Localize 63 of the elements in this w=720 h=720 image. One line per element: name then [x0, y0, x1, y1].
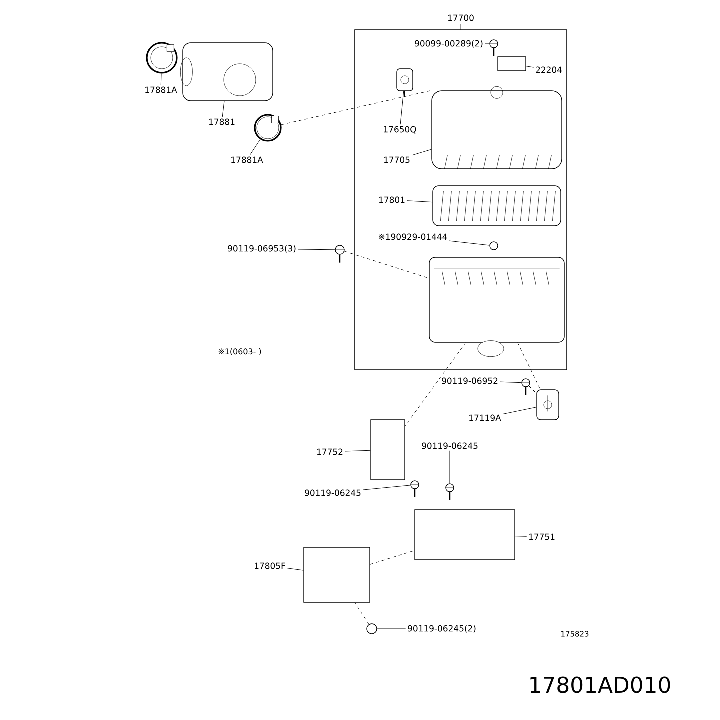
part-number: 90119-06953(3): [228, 245, 296, 253]
part-number: 17650Q: [384, 126, 416, 134]
part-number: 17751: [529, 534, 555, 540]
leader-line: [344, 450, 371, 452]
leader-line: [449, 240, 490, 246]
leader-line: [502, 407, 537, 415]
sensor-drawing: [498, 56, 526, 72]
assembly-line: [370, 550, 415, 565]
assembly-line: [518, 342, 541, 390]
assembly-frame: [354, 24, 568, 370]
clamp-drawing: [146, 42, 178, 74]
leader-line: [500, 382, 522, 384]
bolt-drawing: [366, 624, 378, 634]
assembly-line: [528, 386, 537, 394]
clamp-drawing: [254, 114, 282, 142]
part-number: 90119-06952: [442, 378, 498, 384]
leader-line: [515, 536, 528, 537]
bolt-drawing: [489, 40, 499, 56]
leader-line: [222, 101, 225, 118]
cover-drawing: [432, 86, 562, 170]
leader-line: [412, 149, 432, 156]
assembly-line: [344, 251, 430, 279]
clip-drawing: [490, 242, 498, 250]
leader-line: [377, 628, 406, 630]
bolt-drawing: [445, 484, 455, 500]
part-number: 17881A: [146, 86, 178, 94]
bolt-drawing: [521, 378, 531, 396]
part-number: 17752: [317, 448, 343, 456]
part-number: 90119-06245: [305, 490, 361, 496]
part-number: 17805F: [255, 562, 286, 570]
assembly-line: [281, 90, 432, 126]
part-number: 17705: [384, 156, 410, 164]
leader-line: [526, 66, 534, 68]
part-number: 17881: [209, 118, 235, 126]
part-number-caption: 17801AD010: [530, 676, 670, 694]
part-number: 90099-00289(2): [415, 40, 483, 48]
resonator-drawing: [304, 547, 370, 603]
leader-line: [362, 485, 411, 490]
leader-line: [400, 91, 404, 125]
bolt-drawing: [334, 245, 346, 263]
assembly-line: [354, 602, 370, 625]
bolt-drawing: [410, 480, 420, 498]
part-number: 90119-06245: [422, 442, 478, 450]
air-filter-drawing: [432, 186, 562, 226]
leader-line: [160, 74, 162, 86]
part-number: 17700: [448, 14, 474, 22]
part-number: 17119A: [470, 414, 502, 422]
leader-line: [406, 200, 433, 203]
part-number: 90119-06245(2): [408, 625, 476, 633]
valve-drawing: [396, 68, 414, 98]
assembly-line: [405, 342, 466, 426]
air-flow-meter-drawing: [180, 42, 274, 102]
part-number: 22204: [536, 66, 562, 74]
leader-line: [298, 249, 336, 250]
part-number: ※190929-01444: [379, 234, 448, 240]
bracket-drawing: [536, 390, 560, 420]
part-number: 17881A: [232, 156, 264, 164]
hose-drawing: [370, 420, 406, 480]
air-pipe-drawing: [414, 510, 516, 560]
leader-line: [250, 139, 261, 156]
leader-line: [287, 568, 304, 571]
case-drawing: [429, 257, 565, 358]
part-number: 17801: [379, 196, 405, 204]
